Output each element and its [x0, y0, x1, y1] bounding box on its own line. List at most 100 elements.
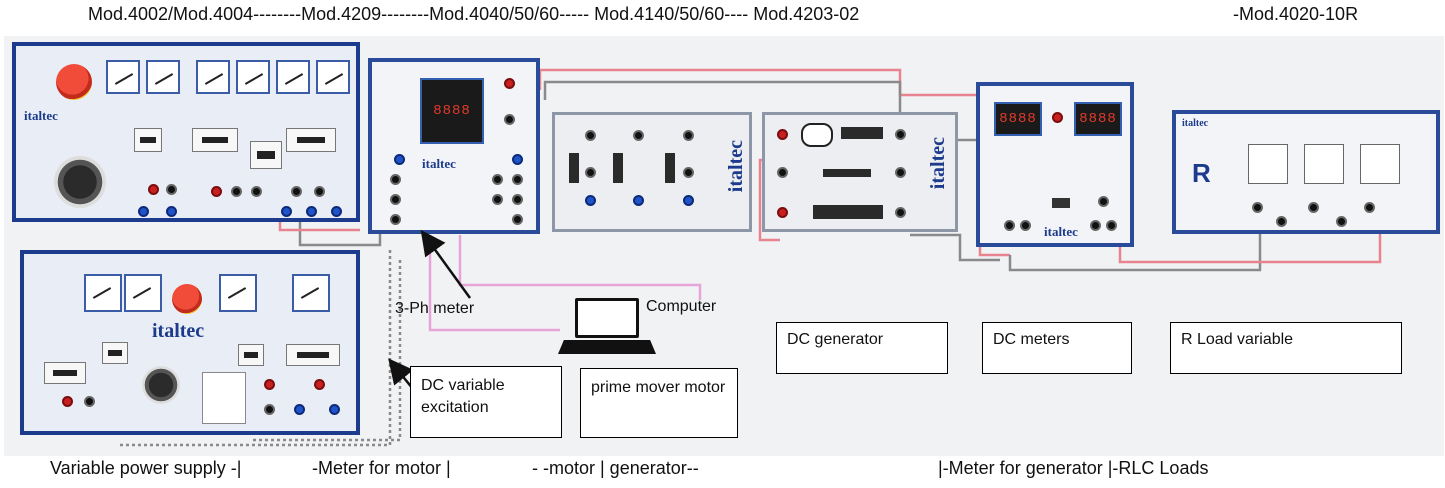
terminal-jack[interactable]: [166, 184, 177, 195]
terminal-jack[interactable]: [1020, 220, 1031, 231]
rotary-switch-icon[interactable]: [1360, 144, 1400, 184]
dc-generator-panel: italtec: [762, 112, 958, 232]
voltmeter-icon: [236, 60, 270, 94]
terminal-jack[interactable]: [895, 207, 906, 218]
terminal-jack[interactable]: [683, 130, 694, 141]
terminal-jack[interactable]: [633, 130, 644, 141]
terminal-jack[interactable]: [585, 167, 596, 178]
switch-icon[interactable]: [1052, 198, 1070, 208]
voltage-knob-icon[interactable]: [54, 156, 106, 208]
terminal-jack[interactable]: [148, 184, 159, 195]
terminal-jack[interactable]: [1052, 112, 1063, 123]
terminal-jack[interactable]: [166, 206, 177, 217]
terminal-jack[interactable]: [633, 195, 644, 206]
breaker-icon[interactable]: [286, 344, 340, 366]
terminal-jack[interactable]: [314, 186, 325, 197]
terminal-jack[interactable]: [1364, 202, 1375, 213]
winding-icon: [665, 153, 675, 183]
terminal-jack[interactable]: [777, 207, 788, 218]
caption-meter-generator-loads: |-Meter for generator |-RLC Loads: [938, 458, 1209, 478]
terminal-jack[interactable]: [251, 186, 262, 197]
three-phase-meter-panel: italtec: [368, 58, 540, 234]
rotary-switch-icon[interactable]: [1304, 144, 1344, 184]
terminal-jack[interactable]: [1336, 216, 1347, 227]
terminal-jack[interactable]: [504, 78, 515, 89]
terminal-jack[interactable]: [329, 404, 340, 415]
brand-logo: italtec: [1044, 224, 1078, 239]
terminal-jack[interactable]: [492, 174, 503, 185]
terminal-jack[interactable]: [291, 186, 302, 197]
rotary-switch-icon[interactable]: [1248, 144, 1288, 184]
brand-logo: italtec: [422, 156, 456, 171]
terminal-jack[interactable]: [683, 167, 694, 178]
terminal-jack[interactable]: [394, 154, 405, 165]
terminal-jack[interactable]: [62, 396, 73, 407]
emergency-stop-button[interactable]: [172, 284, 202, 314]
caption-power-supply: Variable power supply -|: [50, 458, 242, 478]
terminal-jack[interactable]: [1098, 196, 1109, 207]
terminal-jack[interactable]: [777, 167, 788, 178]
power-supply-panel-top: italtec: [12, 42, 360, 222]
breaker-icon[interactable]: [134, 128, 162, 152]
ammeter-icon: [146, 60, 180, 94]
terminal-jack[interactable]: [211, 186, 222, 197]
terminal-jack[interactable]: [306, 206, 317, 217]
ammeter-icon: [316, 60, 350, 94]
terminal-jack[interactable]: [895, 129, 906, 140]
terminal-jack[interactable]: [1004, 220, 1015, 231]
terminal-jack[interactable]: [1106, 220, 1117, 231]
terminal-jack[interactable]: [264, 379, 275, 390]
breaker-icon[interactable]: [102, 342, 128, 364]
terminal-jack[interactable]: [512, 154, 523, 165]
breaker-icon[interactable]: [44, 362, 86, 384]
terminal-jack[interactable]: [683, 195, 694, 206]
load-type-letter: R: [1192, 158, 1211, 188]
terminal-jack[interactable]: [1276, 216, 1287, 227]
terminal-jack[interactable]: [390, 194, 401, 205]
terminal-jack[interactable]: [84, 396, 95, 407]
ammeter-icon: [292, 274, 330, 312]
terminal-jack[interactable]: [895, 167, 906, 178]
arrow-3ph-meter: [420, 229, 472, 299]
brand-logo: italtec: [1182, 118, 1209, 129]
emergency-stop-button[interactable]: [56, 64, 92, 100]
voltmeter-icon: [196, 60, 230, 94]
caption-meter-motor: -Meter for motor |: [312, 458, 451, 478]
terminal-jack[interactable]: [390, 214, 401, 225]
wire-red-top: [538, 68, 960, 97]
winding-icon: [569, 153, 579, 183]
model-header: Mod.4002/Mod.4004--------Mod.4209-------…: [0, 0, 1445, 40]
breaker-icon[interactable]: [286, 128, 336, 152]
terminal-jack[interactable]: [512, 214, 523, 225]
breaker-icon[interactable]: [238, 344, 264, 366]
wire-gray-excitation: [120, 250, 392, 447]
wire-pink-computer-2: [428, 235, 560, 332]
ammeter-icon: [276, 60, 310, 94]
terminal-jack[interactable]: [777, 129, 788, 140]
terminal-jack[interactable]: [512, 194, 523, 205]
model-list: Mod.4002/Mod.4004--------Mod.4209-------…: [88, 4, 860, 24]
terminal-jack[interactable]: [504, 114, 515, 125]
terminal-jack[interactable]: [264, 404, 275, 415]
terminal-jack[interactable]: [585, 130, 596, 141]
terminal-jack[interactable]: [390, 174, 401, 185]
terminal-jack[interactable]: [138, 206, 149, 217]
terminal-jack[interactable]: [585, 195, 596, 206]
terminal-jack[interactable]: [1090, 220, 1101, 231]
terminal-jack[interactable]: [231, 186, 242, 197]
dc-excitation-knob-icon[interactable]: [142, 366, 180, 404]
breaker-icon[interactable]: [192, 128, 238, 152]
socket-outlet-icon: [202, 372, 246, 424]
terminal-jack[interactable]: [281, 206, 292, 217]
terminal-jack[interactable]: [1308, 202, 1319, 213]
terminal-jack[interactable]: [331, 206, 342, 217]
terminal-jack[interactable]: [1252, 202, 1263, 213]
digital-display: [420, 78, 484, 144]
winding-icon: [613, 153, 623, 183]
model-rlc: -Mod.4020-10R: [1233, 4, 1359, 24]
terminal-jack[interactable]: [512, 174, 523, 185]
terminal-jack[interactable]: [314, 379, 325, 390]
breaker-icon[interactable]: [250, 141, 282, 169]
terminal-jack[interactable]: [294, 404, 305, 415]
terminal-jack[interactable]: [492, 194, 503, 205]
